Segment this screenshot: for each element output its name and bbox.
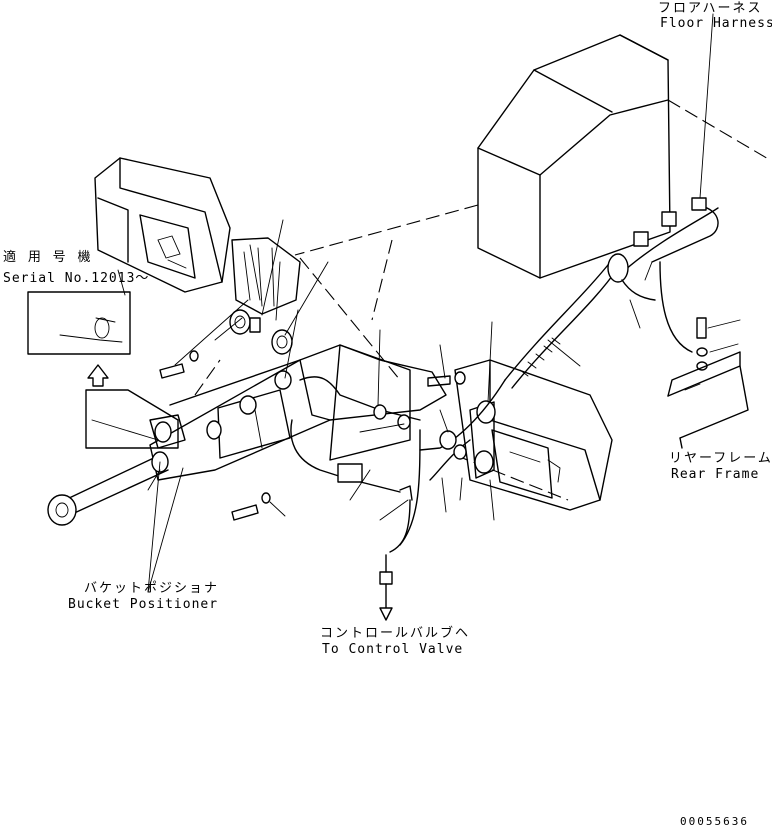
positioner-detail-box	[85, 389, 179, 449]
leader-lines	[91, 13, 741, 593]
left-boot-bracket	[229, 237, 301, 355]
bolts	[159, 317, 708, 521]
rear-frame-label-en: Rear Frame	[671, 467, 760, 482]
bucket-positioner-rod	[47, 414, 186, 526]
cab-block	[477, 34, 671, 279]
floor-harness-label-jp: フロアハーネス	[658, 1, 763, 16]
drawing-number: 00055636	[680, 815, 749, 828]
serial-inset	[27, 291, 131, 355]
floor-harness-label-en: Floor Harness	[660, 16, 772, 31]
boom-frame	[149, 344, 447, 481]
left-lamp-housing	[94, 157, 231, 293]
right-lamp-housing	[454, 359, 613, 511]
control-valve-label-jp: コントロールバルブヘ	[320, 626, 471, 641]
inset-arrow	[87, 364, 109, 387]
serial-label-en: Serial No.12013～	[3, 271, 150, 286]
harness-cables	[290, 197, 719, 621]
dashed-reference-lines	[194, 99, 771, 501]
rear-frame-label-jp: リヤーフレーム	[669, 451, 772, 466]
control-valve-label-en: To Control Valve	[322, 642, 464, 657]
bucket-positioner-label-jp: バケットポジショナ	[84, 581, 220, 596]
serial-label-jp: 適 用 号 機	[3, 250, 93, 265]
rear-frame	[667, 351, 749, 449]
bucket-positioner-label-en: Bucket Positioner	[68, 597, 219, 612]
